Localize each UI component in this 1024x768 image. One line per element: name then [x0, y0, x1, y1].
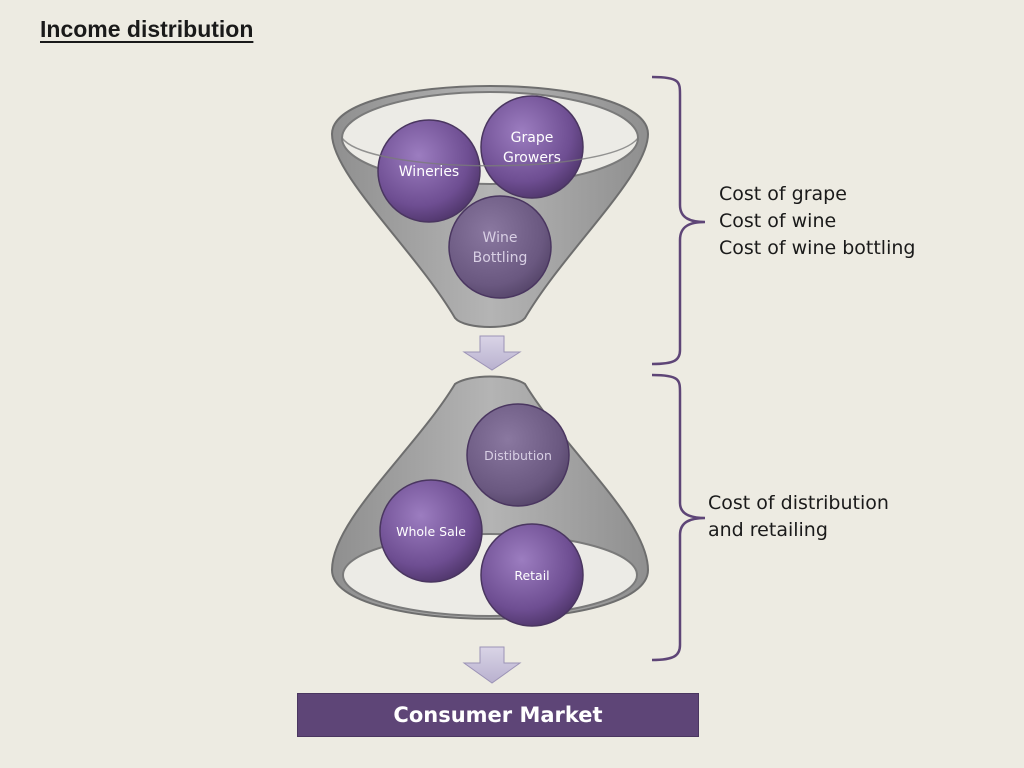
top-cost-notes: Cost of grape Cost of wine Cost of wine … — [719, 181, 915, 262]
wineries-label: Wineries — [399, 164, 459, 180]
circle-wholesale: Whole Sale — [379, 479, 483, 583]
note-cost-of-grape: Cost of grape — [719, 183, 847, 205]
bottom-cost-notes: Cost of distribution and retailing — [708, 490, 889, 544]
wholesale-label: Whole Sale — [396, 524, 466, 539]
grape-growers-label-1: Grape — [511, 130, 554, 146]
distribution-label: Distibution — [484, 448, 552, 463]
wine-bottling-label-1: Wine — [483, 230, 518, 246]
retail-label: Retail — [514, 568, 549, 583]
note-cost-of-wine-bottling: Cost of wine bottling — [719, 237, 916, 259]
circle-wineries: Wineries — [377, 119, 481, 223]
top-bracket — [651, 75, 706, 366]
circle-grape-growers: Grape Growers — [480, 95, 584, 199]
bottom-bracket — [651, 373, 706, 662]
circle-wine-bottling: Wine Bottling — [448, 195, 552, 299]
circle-distribution: Distibution — [466, 403, 570, 507]
note-cost-of-distribution: Cost of distribution — [708, 492, 889, 514]
page-title: Income distribution — [40, 16, 254, 42]
down-arrow-2 — [462, 646, 522, 684]
note-and-retailing: and retailing — [708, 519, 828, 541]
grape-growers-label-2: Growers — [503, 150, 561, 166]
down-arrow-1 — [462, 335, 522, 371]
wine-bottling-label-2: Bottling — [473, 250, 528, 266]
note-cost-of-wine: Cost of wine — [719, 210, 837, 232]
consumer-market-box: Consumer Market — [297, 693, 699, 737]
circle-retail: Retail — [480, 523, 584, 627]
